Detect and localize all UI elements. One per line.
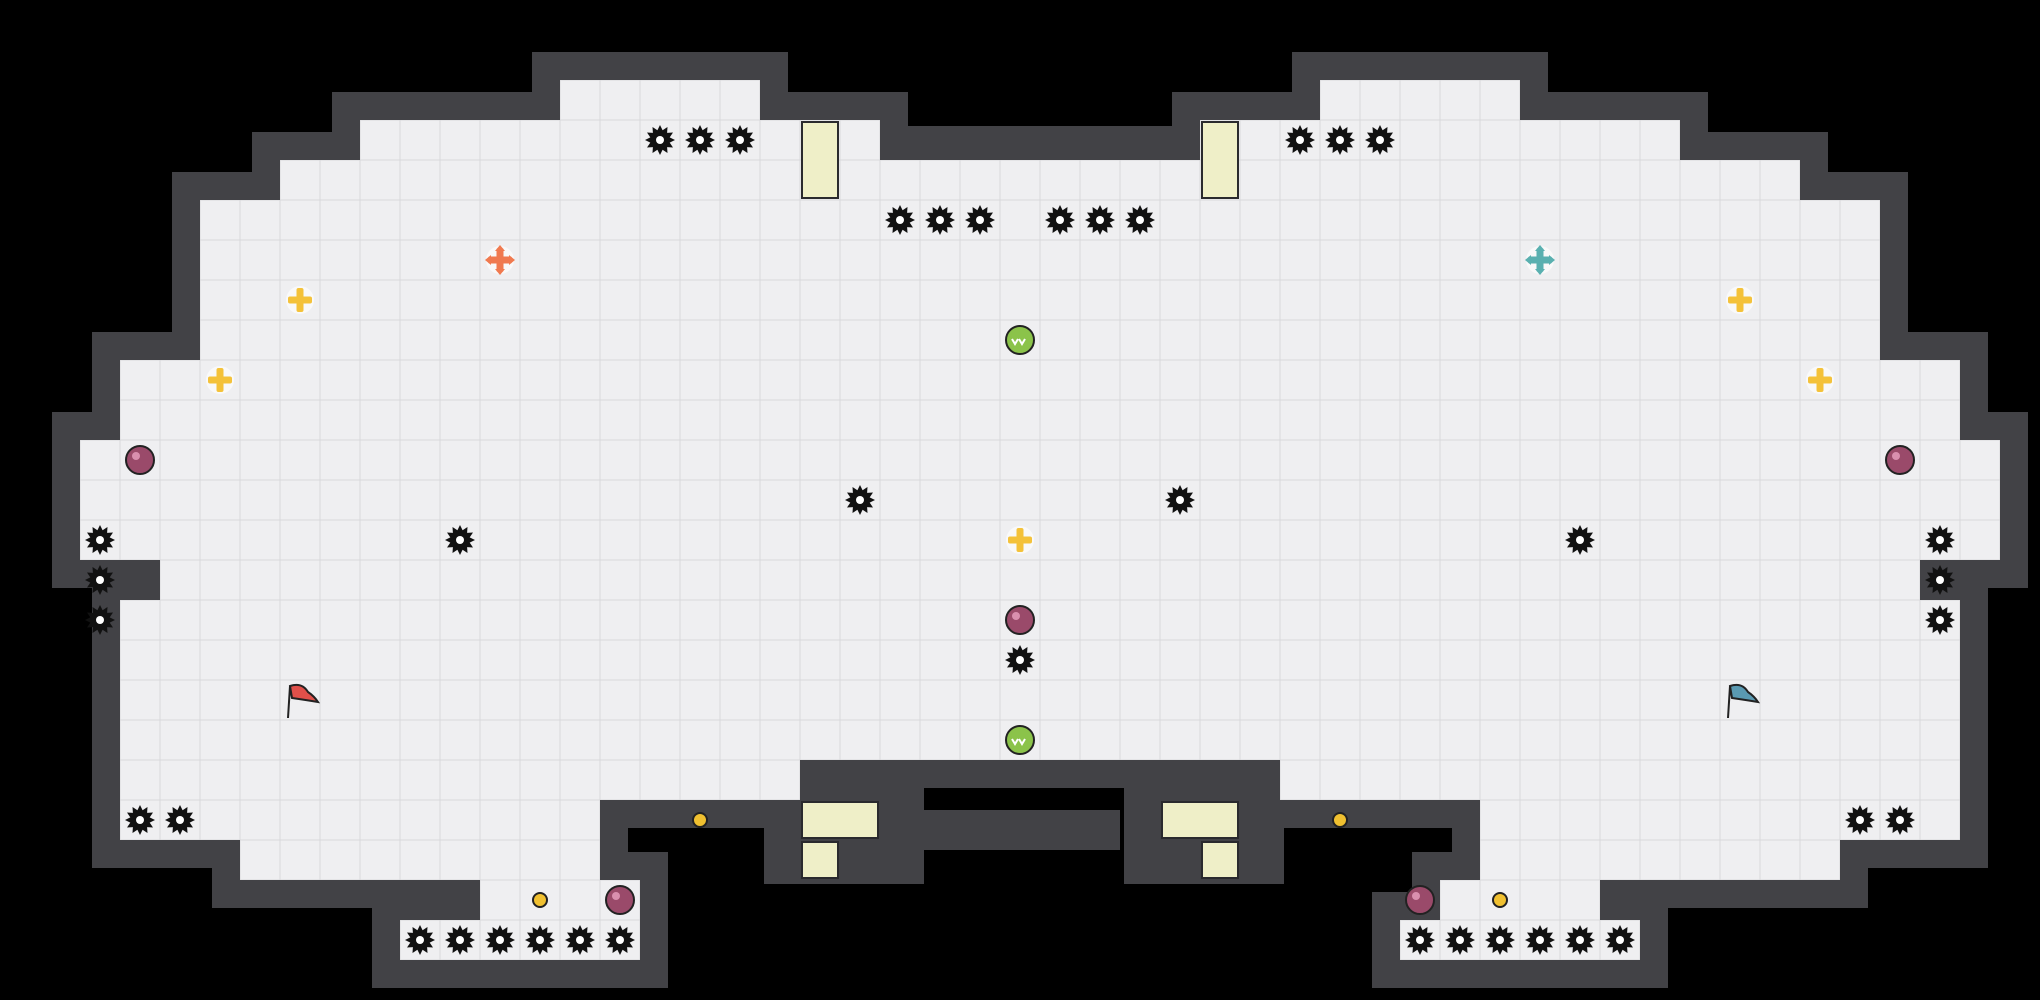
- floor-row: [240, 840, 600, 880]
- spike-icon: [885, 205, 915, 235]
- spike-icon: [1885, 805, 1915, 835]
- powerup-icon: [1006, 526, 1034, 554]
- spike-icon: [845, 485, 875, 515]
- spike-icon: [85, 525, 115, 555]
- spike-icon: [1325, 125, 1355, 155]
- spike-icon: [1085, 205, 1115, 235]
- boost-icon: [1525, 245, 1555, 275]
- spike-icon: [1405, 925, 1435, 955]
- wall-block: [920, 810, 1120, 850]
- gate-tile: [801, 841, 839, 879]
- powerup-icon: [1806, 366, 1834, 394]
- speed-pad-icon: [1005, 725, 1035, 755]
- floor-row: [1320, 80, 1520, 120]
- speed-pad-icon: [1005, 325, 1035, 355]
- spike-icon: [965, 205, 995, 235]
- floor-row: [880, 160, 1000, 200]
- spike-icon: [485, 925, 515, 955]
- bomb-icon: [1885, 445, 1915, 475]
- spike-icon: [445, 925, 475, 955]
- spike-icon: [605, 925, 635, 955]
- bomb-icon: [1005, 605, 1035, 635]
- spike-icon: [1485, 925, 1515, 955]
- spike-icon: [1565, 525, 1595, 555]
- spike-icon: [1365, 125, 1395, 155]
- button-icon[interactable]: [532, 892, 548, 908]
- button-icon[interactable]: [1492, 892, 1508, 908]
- spike-icon: [1125, 205, 1155, 235]
- spike-icon: [1005, 645, 1035, 675]
- bomb-icon: [125, 445, 155, 475]
- powerup-icon: [286, 286, 314, 314]
- floor-row: [560, 80, 760, 120]
- spike-icon: [1445, 925, 1475, 955]
- powerup-icon: [206, 366, 234, 394]
- gate-tile: [1161, 801, 1239, 839]
- bomb-icon: [605, 885, 635, 915]
- spike-icon: [565, 925, 595, 955]
- spike-icon: [1285, 125, 1315, 155]
- spike-icon: [525, 925, 555, 955]
- spike-icon: [165, 805, 195, 835]
- wall-block: [840, 126, 1240, 160]
- spike-icon: [925, 205, 955, 235]
- floor-row: [120, 760, 800, 800]
- spike-icon: [1925, 565, 1955, 595]
- gate-tile: [801, 801, 879, 839]
- spike-icon: [725, 125, 755, 155]
- spike-icon: [405, 925, 435, 955]
- spike-icon: [1045, 205, 1075, 235]
- gate-tile: [801, 121, 839, 199]
- spike-icon: [1525, 925, 1555, 955]
- spike-icon: [685, 125, 715, 155]
- spike-icon: [85, 605, 115, 635]
- spike-icon: [645, 125, 675, 155]
- spike-icon: [1605, 925, 1635, 955]
- floor-row: [360, 120, 880, 160]
- spike-icon: [1565, 925, 1595, 955]
- spike-icon: [1925, 605, 1955, 635]
- spike-icon: [1165, 485, 1195, 515]
- spike-icon: [85, 565, 115, 595]
- floor-row: [1280, 760, 1960, 800]
- spike-icon: [125, 805, 155, 835]
- button-icon[interactable]: [692, 812, 708, 828]
- floor-row: [1040, 160, 1160, 200]
- gate-tile: [1201, 121, 1239, 199]
- bomb-icon: [1405, 885, 1435, 915]
- boost-icon: [485, 245, 515, 275]
- button-icon[interactable]: [1332, 812, 1348, 828]
- red-flag-icon: [287, 683, 321, 719]
- spike-icon: [1845, 805, 1875, 835]
- spike-icon: [1925, 525, 1955, 555]
- powerup-icon: [1726, 286, 1754, 314]
- gate-tile: [1201, 841, 1239, 879]
- blue-flag-icon: [1727, 683, 1761, 719]
- spike-icon: [445, 525, 475, 555]
- floor-row: [1480, 840, 1840, 880]
